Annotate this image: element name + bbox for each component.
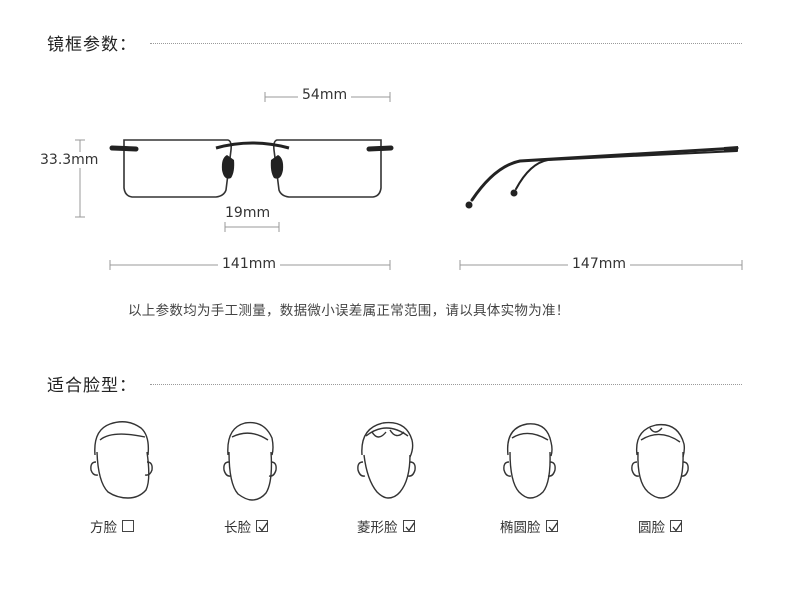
bridge-width-dimension-line [224, 222, 280, 232]
left-end-piece [109, 145, 139, 152]
face-option-diamond: 菱形脸 [357, 516, 415, 536]
temple-tip [465, 201, 473, 209]
measurement-note: 以上参数均为手工测量，数据微小误差属正常范围，请以具体实物为准！ [128, 303, 570, 319]
temple-hinge [724, 146, 738, 152]
checked-box-icon [545, 520, 558, 532]
temple-inner-tip [510, 189, 518, 197]
glasses-front-view-diagram [75, 92, 743, 270]
frame-params-title: 镜框参数： [47, 35, 137, 55]
frame-width-label: 141mm [218, 256, 280, 272]
right-nose-pad [270, 155, 284, 179]
face-title-dotted-divider [150, 384, 742, 385]
bridge-width-label: 19mm [225, 205, 271, 221]
oval-face-icon [503, 423, 556, 499]
face-option-oval: 椭圆脸 [500, 516, 558, 536]
unchecked-box-icon [122, 520, 134, 532]
face-label-diamond: 菱形脸 [357, 520, 398, 536]
checked-box-icon [402, 520, 415, 532]
left-lens [123, 139, 232, 198]
face-label-round: 圆脸 [638, 520, 665, 536]
round-face-icon [631, 423, 689, 499]
long-face-icon [223, 421, 277, 501]
lens-width-label: 54mm [298, 87, 352, 103]
right-lens [273, 139, 382, 198]
square-face-icon [90, 421, 153, 499]
temple-arm [470, 146, 739, 202]
right-end-piece [366, 145, 394, 152]
face-shape-title: 适合脸型： [47, 376, 137, 396]
title-dotted-divider [150, 43, 742, 44]
face-label-long: 长脸 [224, 520, 251, 536]
face-shapes-row [90, 421, 689, 501]
face-label-oval: 椭圆脸 [500, 520, 541, 536]
face-option-long: 长脸 [224, 516, 269, 536]
checked-box-icon [670, 520, 683, 532]
face-option-round: 圆脸 [638, 516, 683, 536]
face-option-square: 方脸 [90, 516, 134, 536]
lens-height-label: 33.3mm [40, 152, 99, 168]
temple-length-label: 147mm [568, 256, 630, 272]
checked-box-icon [256, 520, 269, 532]
bridge [215, 141, 290, 150]
face-label-square: 方脸 [90, 520, 117, 536]
diamond-face-icon [357, 421, 416, 499]
left-nose-pad [221, 155, 235, 179]
temple-inner-arm [515, 150, 738, 190]
